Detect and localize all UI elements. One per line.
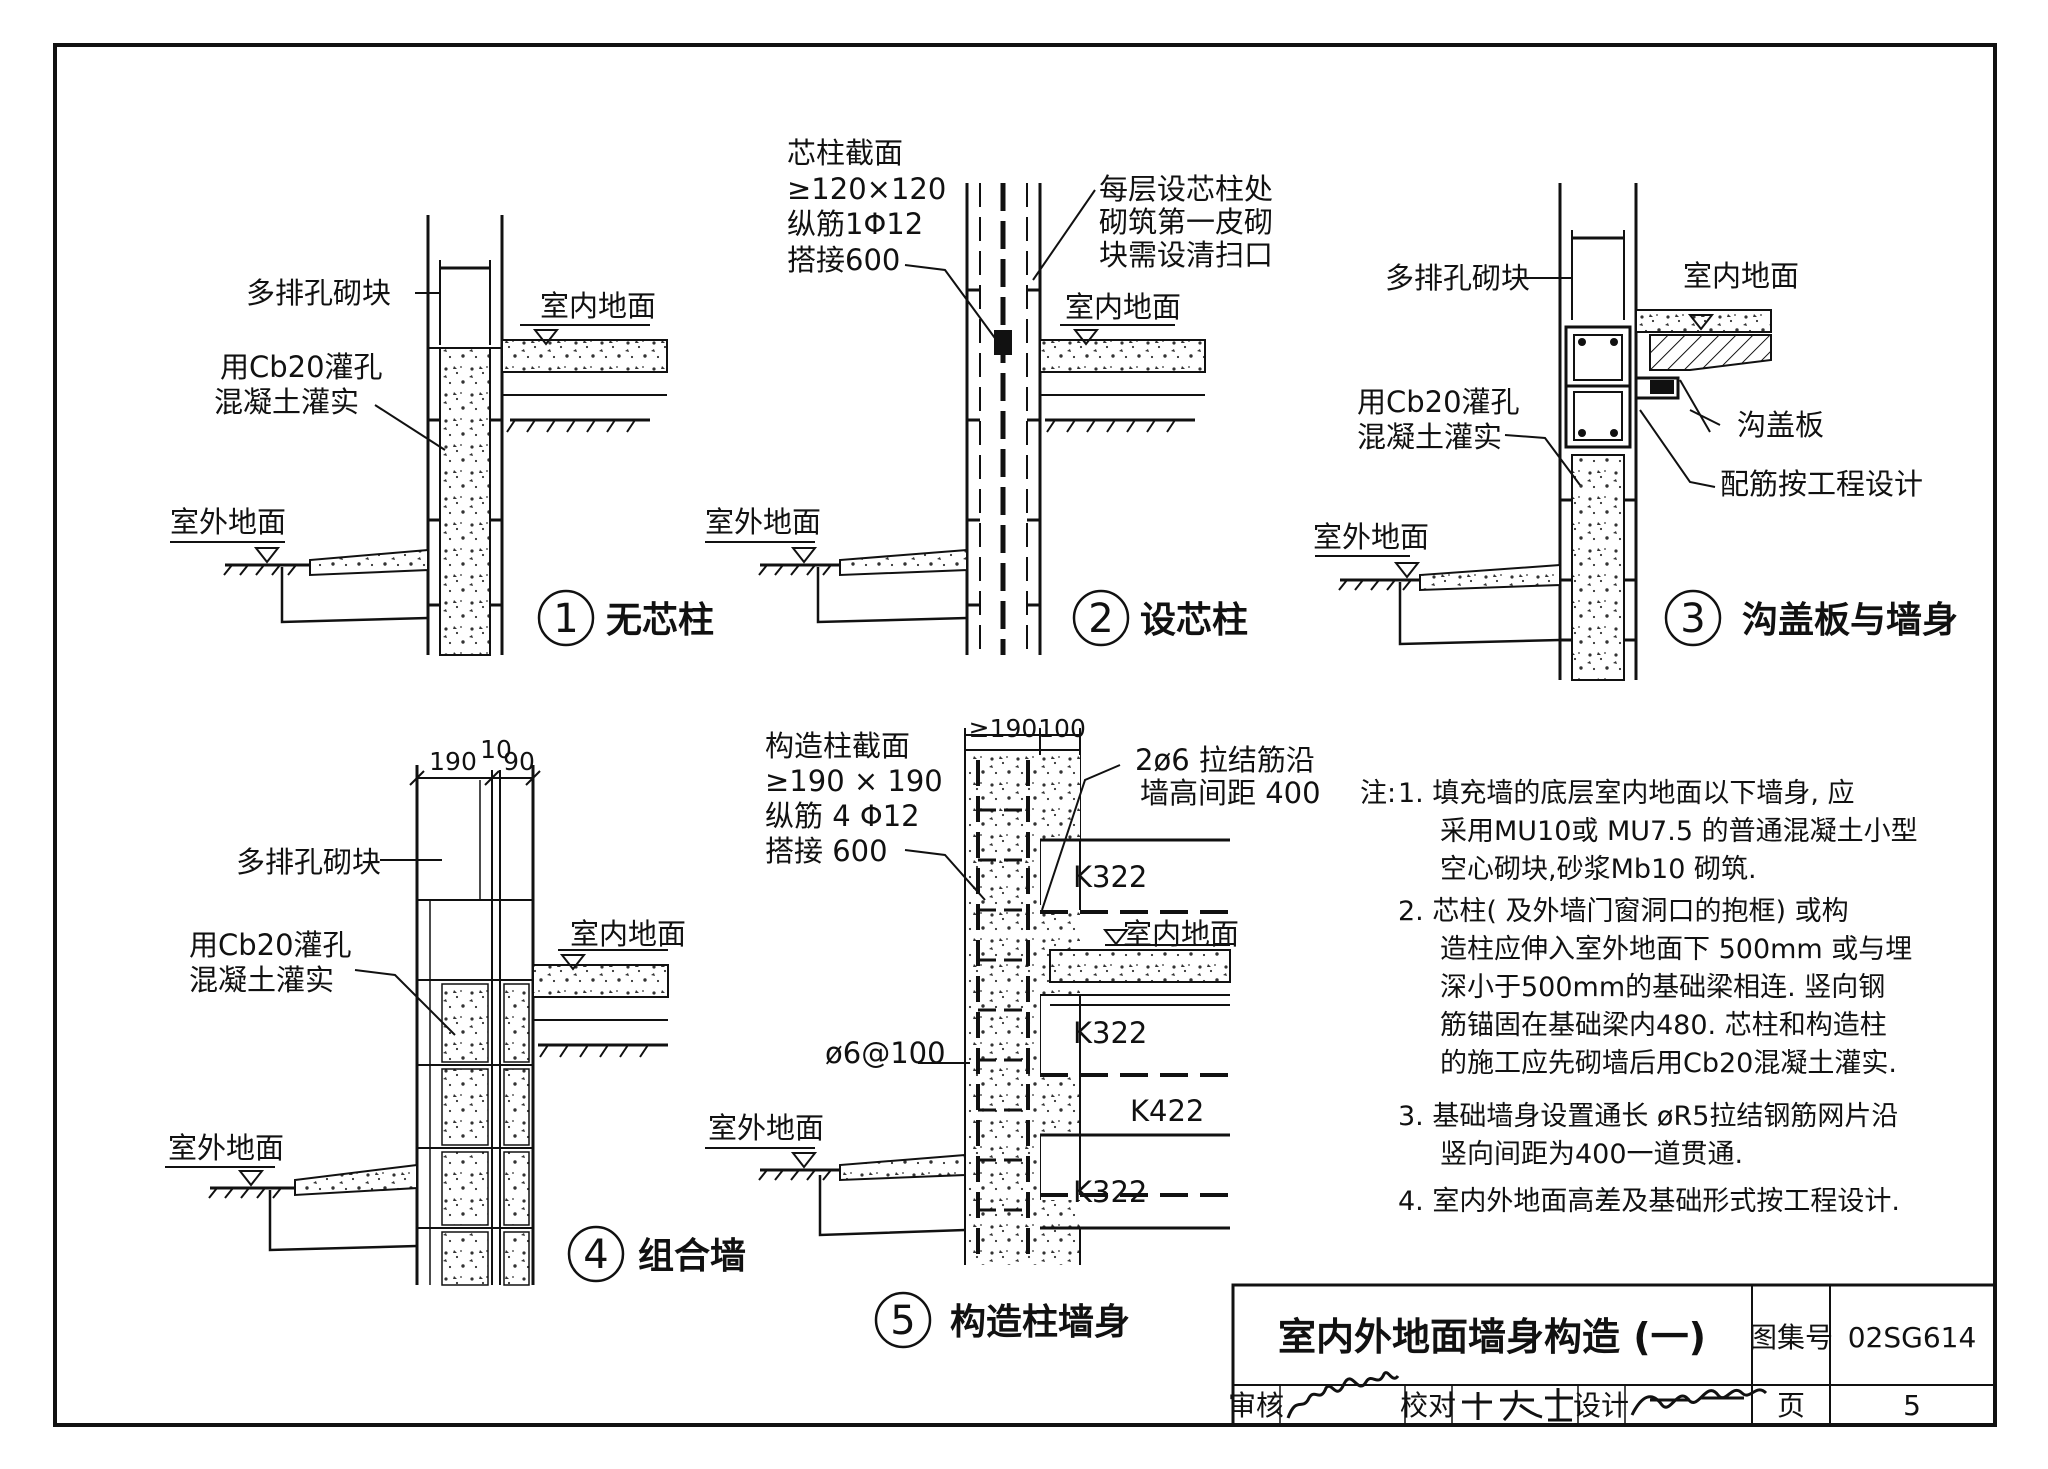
detail-5-dim-1: ≥190 xyxy=(969,714,1038,743)
atlas-number-label: 图集号 xyxy=(1749,1321,1833,1354)
note-line-6: 深小于500mm的基础梁相连. 竖向钢 xyxy=(1440,972,1885,1003)
detail-2-core-label-2: ≥120×120 xyxy=(787,172,946,206)
note-line-8: 的施工应先砌墙后用Cb20混凝土灌实. xyxy=(1440,1048,1897,1079)
detail-5-tie-label-2: 墙高间距 400 xyxy=(1140,776,1321,810)
detail-5-block-k422: K422 xyxy=(1130,1094,1204,1128)
detail-5-column-label-1: 构造柱截面 xyxy=(765,729,910,763)
detail-2-caption: 设芯柱 xyxy=(1140,600,1248,641)
detail-3-outdoor-label: 室外地面 xyxy=(1313,520,1429,554)
detail-1-outdoor-label: 室外地面 xyxy=(170,505,286,539)
detail-1: 多排孔砌块 室内地面 用Cb20灌孔 混凝土灌实 室外地面 1 无芯柱 xyxy=(170,215,714,656)
detail-4-block-label: 多排孔砌块 xyxy=(236,845,381,879)
detail-5-column-label-4: 搭接 600 xyxy=(765,834,888,868)
detail-4-drawing xyxy=(165,765,669,1286)
detail-3-number: 3 xyxy=(1680,596,1705,642)
detail-1-block-label: 多排孔砌块 xyxy=(246,276,391,310)
detail-2-core-label-3: 纵筋1Φ12 xyxy=(787,207,923,241)
detail-5: ≥190 100 构造柱截面 ≥190 × 190 纵筋 4 Φ12 搭接 60… xyxy=(705,714,1321,1349)
detail-3-rebar-label: 配筋按工程设计 xyxy=(1720,467,1923,501)
detail-2-outdoor-label: 室外地面 xyxy=(705,505,821,539)
note-line-2: 采用MU10或 MU7.5 的普通混凝土小型 xyxy=(1440,816,1918,847)
design-label: 设计 xyxy=(1573,1389,1629,1422)
detail-5-indoor-label: 室内地面 xyxy=(1123,917,1239,951)
detail-2-number: 2 xyxy=(1088,596,1113,642)
detail-3-drawing xyxy=(1315,183,1772,681)
detail-1-number: 1 xyxy=(553,596,578,642)
detail-2-cleanout-label-1: 每层设芯柱处 xyxy=(1099,172,1273,206)
title-block: 室内外地面墙身构造 (一) 图集号 02SG614 审核 校对 设计 页 5 xyxy=(1228,1283,1997,1427)
note-line-1: 1. 填充墙的底层室内地面以下墙身, 应 xyxy=(1398,778,1855,809)
detail-5-block-k322-1: K322 xyxy=(1073,860,1147,894)
detail-3-number-circle xyxy=(1664,589,1722,647)
detail-1-caption: 无芯柱 xyxy=(606,600,714,641)
note-line-5: 造柱应伸入室外地面下 500mm 或与埋 xyxy=(1440,934,1912,965)
detail-4-grout-label-2: 混凝土灌实 xyxy=(189,963,334,997)
detail-1-indoor-label: 室内地面 xyxy=(540,289,656,323)
detail-3-indoor-label: 室内地面 xyxy=(1683,259,1799,293)
detail-2-cleanout-label-3: 块需设清扫口 xyxy=(1099,238,1273,272)
designer-signature xyxy=(1630,1388,1768,1416)
detail-5-column-label-2: ≥190 × 190 xyxy=(765,764,943,798)
detail-2-core-label-1: 芯柱截面 xyxy=(787,136,903,170)
reviewer-signature xyxy=(1286,1371,1400,1419)
note-line-9: 3. 基础墙身设置通长 øR5拉结钢筋网片沿 xyxy=(1398,1101,1898,1132)
detail-4-number: 4 xyxy=(583,1232,608,1278)
review-label: 审核 xyxy=(1228,1389,1284,1422)
detail-3-grout-label-2: 混凝土灌实 xyxy=(1357,420,1502,454)
page-label: 页 xyxy=(1777,1389,1805,1422)
detail-3-cover-label: 沟盖板 xyxy=(1737,408,1824,442)
notes-prefix: 注: xyxy=(1360,778,1396,809)
detail-4-dim-2: 10 xyxy=(480,735,512,764)
detail-4-outdoor-label: 室外地面 xyxy=(168,1131,284,1165)
detail-5-column-label-3: 纵筋 4 Φ12 xyxy=(765,799,920,833)
detail-2-number-circle xyxy=(1072,589,1130,647)
detail-2-drawing xyxy=(705,183,1206,655)
detail-1-drawing xyxy=(170,215,668,656)
page-number: 5 xyxy=(1903,1389,1921,1422)
detail-5-dim-2: 100 xyxy=(1038,714,1086,743)
detail-4-dim-1: 190 xyxy=(429,747,477,776)
detail-3-caption: 沟盖板与墙身 xyxy=(1742,600,1958,641)
detail-4: 190 10 90 多排孔砌块 用Cb20灌孔 混凝土灌实 室内地面 室外地面 … xyxy=(165,735,746,1286)
note-line-11: 4. 室内外地面高差及基础形式按工程设计. xyxy=(1398,1186,1900,1217)
detail-5-outdoor-label: 室外地面 xyxy=(708,1111,824,1145)
detail-5-number-circle xyxy=(874,1291,932,1349)
sheet-border xyxy=(53,43,1997,1427)
detail-4-indoor-label: 室内地面 xyxy=(570,917,686,951)
detail-5-number: 5 xyxy=(890,1298,915,1344)
notes-block: 注: 1. 填充墙的底层室内地面以下墙身, 应 采用MU10或 MU7.5 的普… xyxy=(1360,778,1918,1217)
detail-5-tie-label-1: 2ø6 拉结筋沿 xyxy=(1135,743,1315,777)
checker-signature xyxy=(1462,1388,1573,1422)
detail-3: 多排孔砌块 室内地面 用Cb20灌孔 混凝土灌实 沟盖板 配筋按工程设计 室外地… xyxy=(1313,183,1958,681)
check-label: 校对 xyxy=(1400,1389,1456,1422)
detail-4-dim-3: 90 xyxy=(503,747,535,776)
detail-5-drawing xyxy=(705,728,1231,1265)
detail-5-caption: 构造柱墙身 xyxy=(950,1302,1130,1343)
detail-2-cleanout-label-2: 砌筑第一皮砌 xyxy=(1099,205,1273,239)
detail-3-grout-label-1: 用Cb20灌孔 xyxy=(1357,385,1520,419)
detail-3-block-label: 多排孔砌块 xyxy=(1385,261,1530,295)
note-line-4: 2. 芯柱( 及外墙门窗洞口的抱框) 或构 xyxy=(1398,896,1849,927)
note-line-7: 筋锚固在基础梁内480. 芯柱和构造柱 xyxy=(1440,1010,1887,1041)
atlas-number: 02SG614 xyxy=(1848,1321,1977,1354)
note-line-10: 竖向间距为400一道贯通. xyxy=(1440,1139,1743,1170)
detail-2-indoor-label: 室内地面 xyxy=(1065,290,1181,324)
note-line-3: 空心砌块,砂浆Mb10 砌筑. xyxy=(1440,854,1757,885)
detail-5-block-k322-3: K322 xyxy=(1073,1175,1147,1209)
drawing-title: 室内外地面墙身构造 (一) xyxy=(1278,1315,1706,1359)
detail-1-grout-label-1: 用Cb20灌孔 xyxy=(220,350,383,384)
detail-5-block-k322-2: K322 xyxy=(1073,1016,1147,1050)
detail-4-caption: 组合墙 xyxy=(638,1236,746,1277)
detail-4-grout-label-1: 用Cb20灌孔 xyxy=(189,928,352,962)
detail-2-core-label-4: 搭接600 xyxy=(787,243,900,277)
detail-1-grout-label-2: 混凝土灌实 xyxy=(214,385,359,419)
detail-1-number-circle xyxy=(537,589,595,647)
detail-4-number-circle xyxy=(567,1225,625,1283)
detail-2: 芯柱截面 ≥120×120 纵筋1Φ12 搭接600 每层设芯柱处 砌筑第一皮砌… xyxy=(705,136,1273,655)
detail-5-stirrup-label: ø6@100 xyxy=(825,1036,946,1070)
